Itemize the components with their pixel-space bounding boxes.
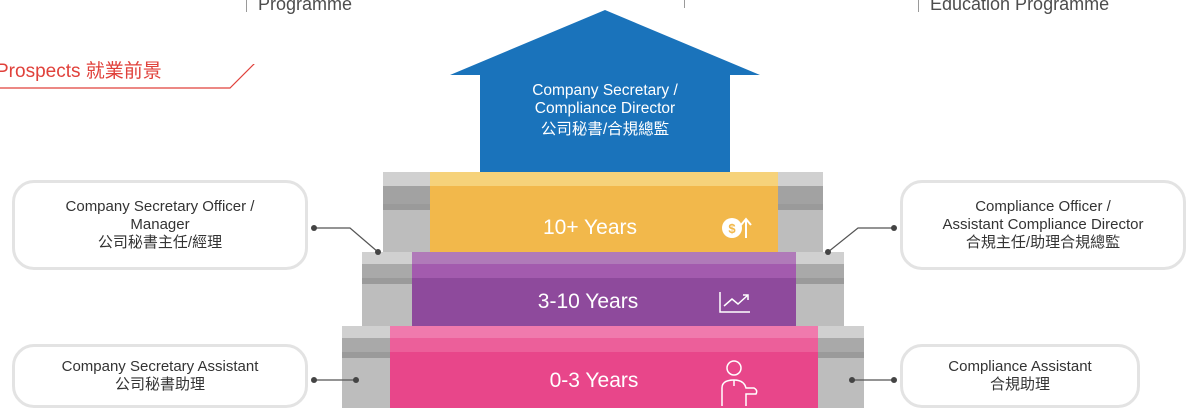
role-card-cs-officer: Company Secretary Officer / Manager 公司秘書…	[12, 180, 308, 270]
section-heading: Prospects 就業前景	[0, 61, 162, 82]
role-card-compliance-officer: Compliance Officer / Assistant Complianc…	[900, 180, 1186, 270]
tab-divider	[246, 0, 247, 12]
svg-text:$: $	[728, 221, 736, 236]
person-icon	[721, 360, 758, 406]
top-tab-education-programme[interactable]: Education Programme	[918, 0, 1109, 15]
step-10-plus	[383, 172, 823, 252]
tab-divider	[684, 0, 685, 8]
top-tab-programme[interactable]: Programme	[246, 0, 352, 15]
connector-lines	[314, 227, 894, 381]
step-0-3	[342, 326, 864, 408]
step-years-label: 0-3 Years	[549, 369, 639, 392]
step-3-10	[362, 252, 844, 326]
career-arrow	[450, 10, 760, 172]
role-card-cs-assistant: Company Secretary Assistant 公司秘書助理	[12, 344, 308, 408]
rising-chart-icon	[719, 292, 750, 313]
step-years-label: 3-10 Years	[537, 290, 639, 313]
role-card-compliance-assistant: Compliance Assistant 合規助理	[900, 344, 1140, 408]
tab-divider	[918, 0, 919, 12]
step-years-label: 10+ Years	[542, 216, 637, 239]
connector-dots	[311, 225, 897, 383]
top-role-label: Company Secretary / Compliance Director …	[532, 82, 678, 138]
dollar-up-icon: $	[722, 217, 752, 238]
heading-underline	[0, 64, 255, 89]
